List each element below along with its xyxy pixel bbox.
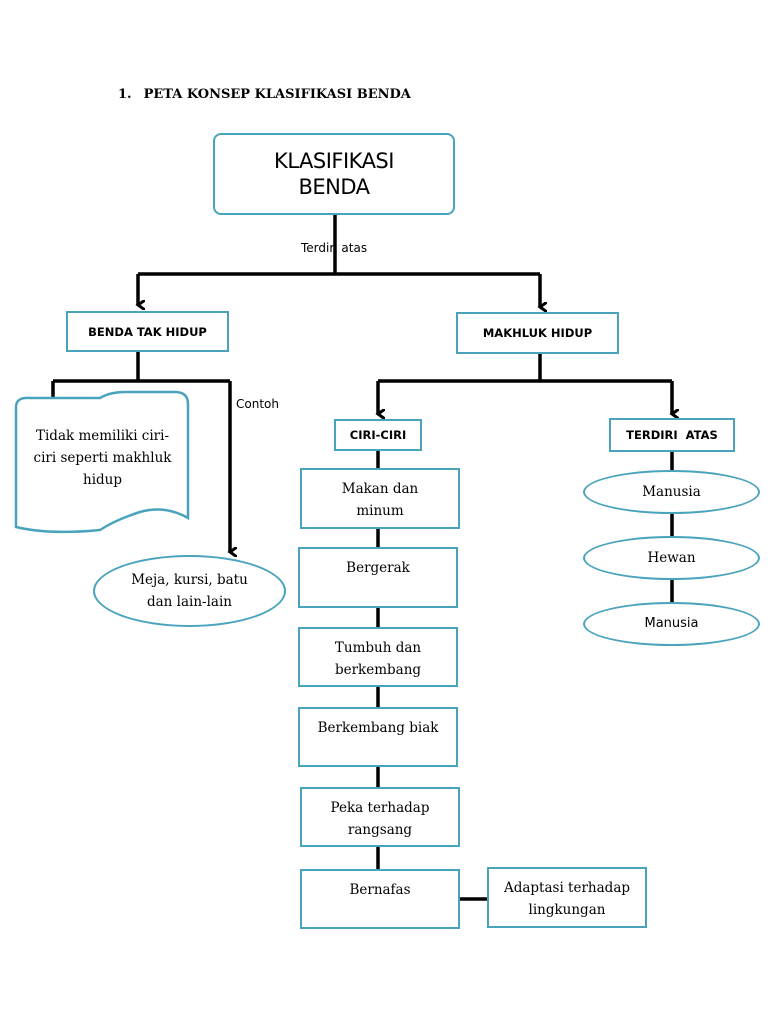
ciri-item-line1: Peka terhadap [330,800,430,816]
ciri-item-line1: Tumbuh dan [334,640,422,656]
contoh-label: Contoh [236,397,279,411]
ciri-item-bernafas: Bernafas [300,869,460,929]
ciri-item-berkembang-biak: Berkembang biak [298,707,458,767]
example-oval: Meja, kursi, batu dan lain-lain [93,555,286,627]
ciri-item-line2: berkembang [334,662,422,678]
makhluk-hidup-node: MAKHLUK HIDUP [456,312,619,354]
terdiri-item-hewan: Hewan [583,536,760,580]
ciri-item-line2: rangsang [347,822,413,838]
ciri-item-makan: Makan dan minum [300,468,460,529]
ciri-item-line1: Makan dan [341,481,419,497]
ciri-item-bergerak: Bergerak [298,547,458,608]
description-text: Tidak memiliki ciri- ciri seperti makhlu… [20,425,185,491]
example-line1: Meja, kursi, batu [131,572,248,588]
terdiri-atas-node: TERDIRI ATAS [609,418,735,452]
root-title: KLASIFIKASI BENDA [274,148,394,200]
terdiri-item-manusia: Manusia [583,470,760,514]
ciri-ciri-node: CIRI-CIRI [334,419,422,451]
ciri-item-line1: Berkembang biak [317,720,439,736]
description-scroll-shape [14,390,190,534]
description-line3: hidup [83,472,122,488]
ciri-item-line1: Bergerak [346,560,410,576]
adaptasi-line2: lingkungan [528,902,606,918]
adaptasi-line1: Adaptasi terhadap [503,880,631,896]
description-line2: ciri seperti makhluk [33,450,172,466]
example-line2: dan lain-lain [146,594,232,610]
ciri-item-tumbuh: Tumbuh dan berkembang [298,627,458,687]
root-title-line2: BENDA [298,175,370,199]
ciri-item-line1: Bernafas [349,882,411,898]
example-text: Meja, kursi, batu dan lain-lain [131,569,248,613]
adaptasi-node: Adaptasi terhadap lingkungan [487,867,647,928]
root-node: KLASIFIKASI BENDA [213,133,455,215]
page-heading: 1. PETA KONSEP KLASIFIKASI BENDA [118,87,411,102]
root-connector-label: Terdiri atas [301,241,368,255]
ciri-item-line2: minum [356,503,404,519]
ciri-item-peka: Peka terhadap rangsang [300,787,460,847]
terdiri-item-manusia-2: Manusia [583,602,760,646]
benda-tak-hidup-node: BENDA TAK HIDUP [66,311,229,352]
description-line1: Tidak memiliki ciri- [35,428,170,444]
root-title-line1: KLASIFIKASI [274,149,394,173]
heading-text: PETA KONSEP KLASIFIKASI BENDA [143,87,411,102]
heading-number: 1. [118,87,132,102]
